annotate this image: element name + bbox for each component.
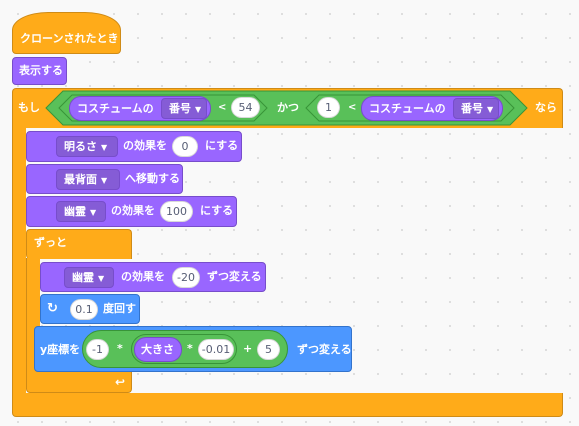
layer-value: 最背面 <box>64 173 97 186</box>
chevron-down-icon: ▼ <box>101 143 108 152</box>
effect-dropdown[interactable]: 幽霊 ▼ <box>56 201 106 222</box>
layer-label: へ移動する <box>125 172 180 185</box>
costume-option-dropdown[interactable]: 番号 ▼ <box>161 98 207 119</box>
costume-option-value: 番号 <box>169 102 191 115</box>
turn-label: 度回す <box>103 302 136 315</box>
chevron-down-icon: ▼ <box>90 208 97 217</box>
go-to-layer-block[interactable]: 最背面 ▼ へ移動する <box>26 164 183 194</box>
forever-block[interactable] <box>26 229 132 259</box>
less-than-value-input[interactable]: 54 <box>231 97 260 118</box>
forever-label: ずっと <box>34 236 67 249</box>
chevron-down-icon: ▼ <box>101 176 108 185</box>
loop-arrow-icon: ↩ <box>115 375 126 389</box>
rotate-right-icon: ↻ <box>47 301 58 316</box>
turn-right-block[interactable]: ↻ 0.1 度回す <box>40 294 140 324</box>
costume-reporter-1[interactable]: コスチュームの 番号 ▼ <box>69 96 211 121</box>
layer-dropdown[interactable]: 最背面 ▼ <box>56 169 120 190</box>
multiply-symbol: * <box>187 342 193 355</box>
effect-value: 幽霊 <box>64 205 86 218</box>
add-right-input[interactable]: 5 <box>257 339 280 360</box>
change-suffix-label: ずつ変える <box>297 343 352 356</box>
if-then-block-arm <box>12 127 26 394</box>
turn-degrees-input[interactable]: 0.1 <box>70 299 98 320</box>
set-effect-block-ghost[interactable]: 幽霊 ▼ の効果を 100 にする <box>26 196 237 227</box>
effect-label: の効果を <box>111 204 155 217</box>
chevron-down-icon: ▼ <box>98 274 105 283</box>
effect-value: 幽霊 <box>72 271 94 284</box>
costume-option-dropdown[interactable]: 番号 ▼ <box>453 98 499 119</box>
show-block[interactable]: 表示する <box>12 57 67 85</box>
change-effect-block-ghost[interactable]: 幽霊 ▼ の効果を -20 ずつ変える <box>40 262 266 292</box>
effect-value-input[interactable]: -20 <box>172 267 200 288</box>
set-effect-block-brightness[interactable]: 明るさ ▼ の効果を 0 にする <box>26 131 242 162</box>
less-than-value-input[interactable]: 1 <box>317 97 340 118</box>
costume-option-value: 番号 <box>461 102 483 115</box>
multiply-left-input[interactable]: -1 <box>86 339 109 360</box>
if-then-block-foot <box>12 393 563 417</box>
add-symbol: + <box>243 342 253 355</box>
effect-value: 明るさ <box>64 140 97 153</box>
effect-dropdown[interactable]: 幽霊 ▼ <box>64 267 114 288</box>
chevron-down-icon: ▼ <box>195 105 202 114</box>
show-label: 表示する <box>19 64 63 77</box>
if-label: もし <box>18 101 40 114</box>
multiply-symbol: * <box>117 342 123 355</box>
effect-dropdown[interactable]: 明るさ ▼ <box>56 136 118 157</box>
costume-reporter-label: コスチュームの <box>369 102 446 115</box>
change-suffix-label: ずつ変える <box>207 270 262 283</box>
size-reporter-label: 大きさ <box>141 343 174 356</box>
set-suffix-label: にする <box>205 139 239 152</box>
when-cloned-label: クローンされたとき <box>20 32 119 45</box>
change-y-label: y座標を <box>40 343 81 356</box>
effect-value-input[interactable]: 100 <box>160 201 193 222</box>
costume-reporter-2[interactable]: コスチュームの 番号 ▼ <box>361 96 503 121</box>
less-than-symbol: < <box>348 102 357 113</box>
multiply-right-input[interactable]: -0.01 <box>198 339 234 360</box>
then-label: なら <box>535 101 557 114</box>
and-label: かつ <box>277 101 299 114</box>
set-suffix-label: にする <box>200 204 234 217</box>
less-than-symbol: < <box>218 102 227 113</box>
when-cloned-hat-block[interactable]: クローンされたとき <box>12 12 121 54</box>
costume-reporter-label: コスチュームの <box>77 102 154 115</box>
chevron-down-icon: ▼ <box>487 105 494 114</box>
effect-label: の効果を <box>123 139 167 152</box>
forever-block-foot <box>26 372 132 393</box>
size-reporter[interactable]: 大きさ <box>134 337 182 362</box>
effect-value-input[interactable]: 0 <box>172 136 198 157</box>
effect-label: の効果を <box>121 270 165 283</box>
